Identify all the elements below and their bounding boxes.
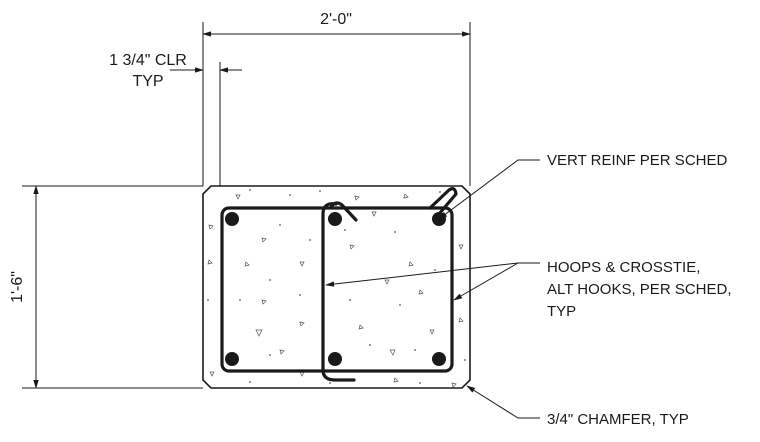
height-dimension: 1'-6" — [9, 185, 203, 389]
hoops-note-line3: TYP — [547, 303, 576, 320]
chamfer-leader — [466, 385, 540, 419]
width-dimension-label: 2'-0" — [320, 11, 352, 28]
crosstie-hook-top — [329, 201, 358, 222]
width-dimension: 2'-0" — [202, 11, 471, 186]
chamfer-callout: 3/4" CHAMFER, TYP — [466, 385, 689, 428]
chamfer-note: 3/4" CHAMFER, TYP — [547, 411, 689, 428]
vertical-bar-bottom-right — [432, 352, 446, 366]
clear-cover-typ-label: TYP — [132, 73, 163, 90]
hoops-note-line2: ALT HOOKS, PER SCHED, — [547, 281, 732, 298]
vert-reinf-callout: VERT REINF PER SCHED — [438, 152, 727, 220]
vert-reinf-leader — [438, 159, 540, 220]
concrete-column-outline — [202, 185, 471, 389]
perimeter-hoop — [220, 206, 454, 373]
clear-cover-label: 1 3/4" CLR — [109, 52, 187, 69]
crosstie-bar — [321, 202, 356, 382]
vertical-bar-top-left — [225, 212, 239, 226]
vertical-bar-bottom-middle — [328, 352, 342, 366]
vertical-bar-top-middle — [328, 212, 342, 226]
hoops-leader-to-hoop — [453, 262, 519, 301]
hoops-note-line1: HOOPS & CROSSTIE, — [547, 259, 700, 276]
hoop-hook-top-right — [428, 187, 458, 216]
hoops-leader-to-crosstie — [325, 262, 519, 287]
hoops-callout: HOOPS & CROSSTIE, ALT HOOKS, PER SCHED, … — [325, 259, 732, 320]
height-dimension-label: 1'-6" — [9, 271, 26, 303]
vert-reinf-note: VERT REINF PER SCHED — [547, 152, 727, 169]
vertical-bar-bottom-left — [225, 352, 239, 366]
clear-cover-dimension: 1 3/4" CLR TYP — [109, 52, 242, 186]
concrete-aggregate-hatch — [207, 189, 466, 388]
